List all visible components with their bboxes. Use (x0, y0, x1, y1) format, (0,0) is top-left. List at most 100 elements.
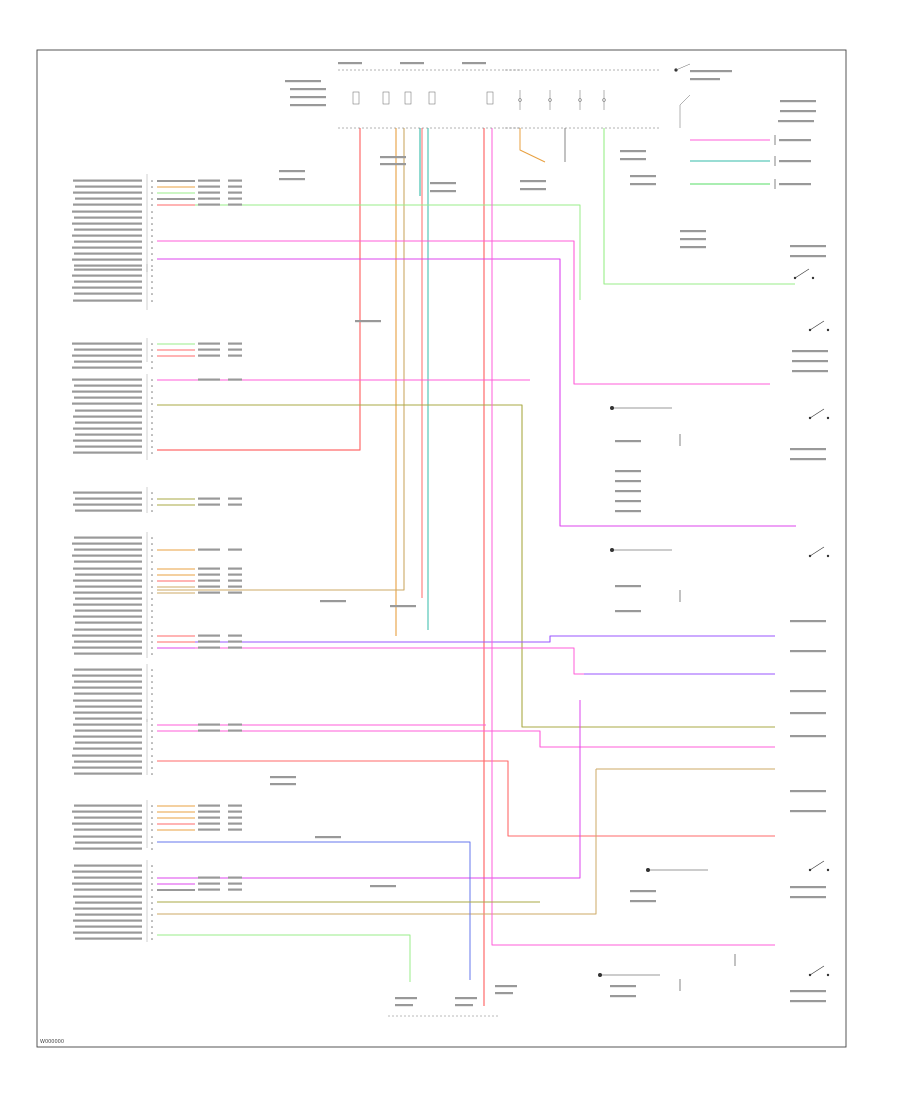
label-mark-437 (395, 1004, 413, 1007)
label-mark-277 (228, 888, 242, 891)
pin-52 (151, 287, 153, 289)
splice-379 (808, 868, 812, 872)
label-mark-392 (780, 110, 816, 113)
label-mark-461 (370, 885, 396, 888)
label-mark-8 (198, 185, 220, 188)
label-mark-456 (680, 246, 706, 249)
label-mark-130 (74, 560, 142, 563)
label-mark-263 (74, 876, 142, 879)
splice-374 (826, 416, 830, 420)
label-mark-463 (270, 783, 296, 786)
label-mark-389 (779, 183, 811, 186)
pin-262 (151, 871, 153, 873)
label-mark-438 (455, 997, 477, 1000)
label-mark-394 (790, 255, 826, 258)
label-mark-188 (72, 674, 142, 677)
label-mark-420 (615, 470, 641, 473)
label-mark-128 (72, 554, 142, 557)
label-mark-331 (690, 78, 720, 81)
pin-291 (151, 932, 153, 934)
label-mark-266 (198, 876, 220, 879)
pin-269 (151, 883, 153, 885)
label-mark-178 (228, 640, 242, 643)
label-mark-45 (74, 268, 142, 271)
label-mark-202 (75, 717, 142, 720)
label-mark-172 (198, 634, 220, 637)
pin-162 (151, 610, 153, 612)
label-mark-132 (73, 567, 142, 570)
label-mark-251 (198, 828, 220, 831)
fuse-312 (428, 91, 436, 105)
pin-92 (151, 416, 153, 418)
label-mark-101 (75, 445, 142, 448)
label-mark-29 (72, 222, 142, 225)
label-mark-326 (290, 96, 326, 99)
label-mark-117 (75, 509, 142, 512)
label-mark-115 (198, 503, 220, 506)
pin-50 (151, 281, 153, 283)
label-mark-51 (72, 286, 142, 289)
fuse-309 (352, 91, 360, 105)
label-mark-440 (495, 985, 517, 988)
label-mark-177 (198, 640, 220, 643)
label-mark-9 (228, 185, 242, 188)
splice-373 (808, 416, 812, 420)
label-mark-35 (74, 240, 142, 243)
label-mark-10 (73, 191, 142, 194)
pin-153 (151, 592, 153, 594)
pin-170 (151, 635, 153, 637)
label-mark-33 (72, 234, 142, 237)
label-mark-14 (228, 191, 242, 194)
label-mark-71 (228, 354, 242, 357)
pin-193 (151, 687, 153, 689)
pin-102 (151, 446, 153, 448)
pin-199 (151, 706, 153, 708)
pin-32 (151, 229, 153, 231)
pin-166 (151, 622, 153, 624)
pin-6 (151, 186, 153, 188)
label-mark-184 (74, 652, 142, 655)
label-mark-232 (228, 804, 242, 807)
wire-363 (157, 934, 411, 982)
relay-contact-323 (602, 98, 606, 102)
label-mark-423 (615, 500, 641, 503)
label-mark-396 (792, 360, 828, 363)
line-366 (794, 268, 810, 279)
pin-201 (151, 712, 153, 714)
label-mark-453 (630, 183, 656, 186)
label-mark-83 (72, 390, 142, 393)
label-mark-37 (72, 246, 142, 249)
pin-73 (151, 361, 153, 363)
label-mark-55 (73, 299, 142, 302)
pin-293 (151, 938, 153, 940)
label-mark-253 (73, 835, 142, 838)
wire-353 (157, 635, 775, 643)
splice-368 (811, 276, 815, 280)
pin-104 (151, 452, 153, 454)
label-mark-290 (73, 931, 142, 934)
label-mark-97 (75, 433, 142, 436)
pin-164 (151, 616, 153, 618)
pin-264 (151, 877, 153, 879)
label-mark-89 (75, 409, 142, 412)
pin-234 (151, 811, 153, 813)
pin-158 (151, 598, 153, 600)
label-mark-395 (792, 350, 828, 353)
label-mark-85 (74, 396, 142, 399)
label-mark-0 (73, 179, 142, 182)
label-mark-228 (74, 804, 142, 807)
label-mark-452 (630, 175, 656, 178)
pin-249 (151, 829, 153, 831)
relay-contact-319 (548, 98, 552, 102)
label-mark-159 (73, 603, 142, 606)
pin-195 (151, 693, 153, 695)
label-mark-62 (74, 348, 142, 351)
pin-75 (151, 367, 153, 369)
pin-203 (151, 718, 153, 720)
label-mark-49 (74, 280, 142, 283)
label-mark-237 (228, 810, 242, 813)
label-mark-430 (610, 995, 636, 998)
label-layer (72, 62, 828, 1007)
pin-54 (151, 293, 153, 295)
label-mark-169 (72, 634, 142, 637)
